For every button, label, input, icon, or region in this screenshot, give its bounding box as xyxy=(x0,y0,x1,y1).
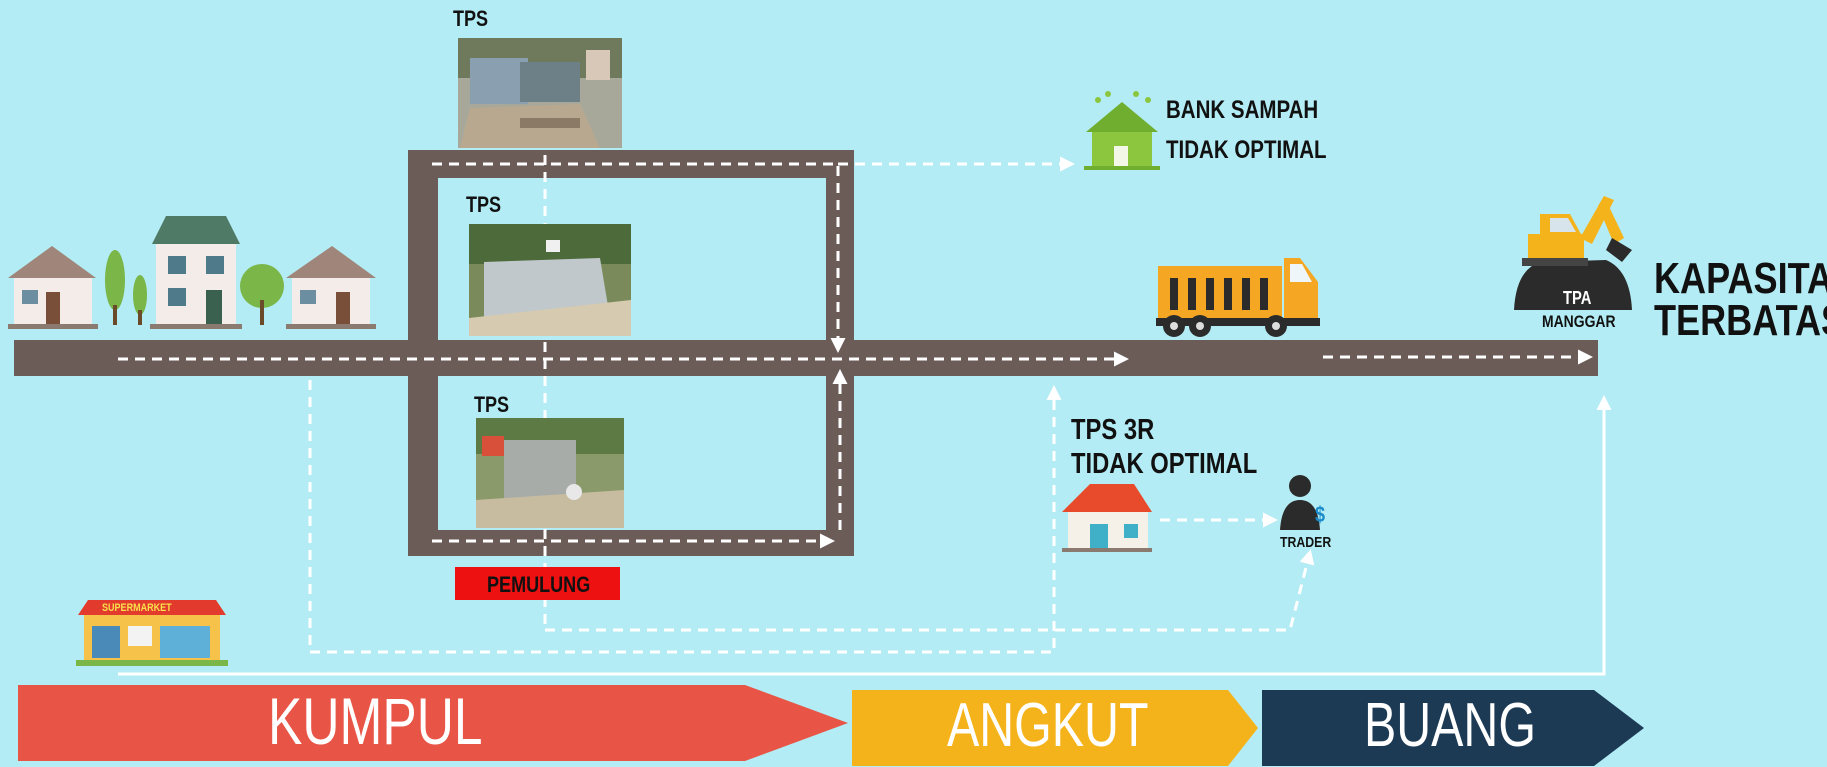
tree-icon xyxy=(105,250,147,325)
tps-photo-top xyxy=(458,38,622,148)
stage-arrow-kumpul xyxy=(18,685,848,761)
stage-kumpul-label: KUMPUL xyxy=(268,684,483,758)
tps-photo-middle xyxy=(469,224,631,336)
tpa-label-line2: MANGGAR xyxy=(1542,312,1616,331)
stage-arrow-buang xyxy=(1262,690,1644,766)
side-road-left xyxy=(408,150,438,556)
tps3r-house-icon xyxy=(1062,484,1152,552)
bank-sampah-label-line2: TIDAK OPTIMAL xyxy=(1166,136,1327,164)
house-icon xyxy=(8,246,98,329)
stage-angkut-label: ANGKUT xyxy=(947,691,1149,760)
bank-sampah-label-line1: BANK SAMPAH xyxy=(1166,96,1319,124)
waste-flow-lines xyxy=(118,70,1612,676)
dollar-sign-icon: $ xyxy=(1315,502,1326,527)
excavator-icon xyxy=(1514,196,1632,310)
stage-buang-label: BUANG xyxy=(1364,691,1536,760)
tps3r-label-line2: TIDAK OPTIMAL xyxy=(1071,448,1258,480)
trader-label: TRADER xyxy=(1280,534,1332,551)
tps3r-label-line1: TPS 3R xyxy=(1071,414,1155,446)
trader-icon xyxy=(1280,475,1320,530)
tpa-label-line1: TPA xyxy=(1563,288,1592,308)
kapasitas-label-line2: TERBATAS xyxy=(1654,296,1827,345)
side-road-bottom xyxy=(408,530,854,556)
truck-icon xyxy=(1156,258,1320,337)
flow-top-road xyxy=(432,162,846,353)
pemulung-badge xyxy=(455,567,620,600)
pemulung-label: PEMULUNG xyxy=(487,572,591,597)
tps-photo-bottom xyxy=(476,418,624,528)
house-icon xyxy=(286,246,376,329)
tree-icon xyxy=(240,264,284,325)
flow-households-to-tps3r xyxy=(308,380,1062,654)
residential-houses xyxy=(8,216,376,329)
bank-sampah-house-icon xyxy=(1084,91,1160,170)
flow-supermarket-to-tpa xyxy=(118,395,1612,676)
flow-pemulung-to-trader xyxy=(545,549,1315,632)
stage-arrows xyxy=(18,685,1644,766)
tps-middle-label: TPS xyxy=(466,192,502,217)
tps-bottom-label: TPS xyxy=(474,392,510,417)
road-network xyxy=(14,150,1598,556)
tps-top-label: TPS xyxy=(453,6,489,31)
stage-arrow-angkut xyxy=(852,690,1258,766)
supermarket-icon xyxy=(76,600,228,666)
supermarket-sign: SUPERMARKET xyxy=(102,602,172,614)
building-icon xyxy=(150,216,242,329)
kapasitas-label-line1: KAPASITAS xyxy=(1654,254,1827,303)
